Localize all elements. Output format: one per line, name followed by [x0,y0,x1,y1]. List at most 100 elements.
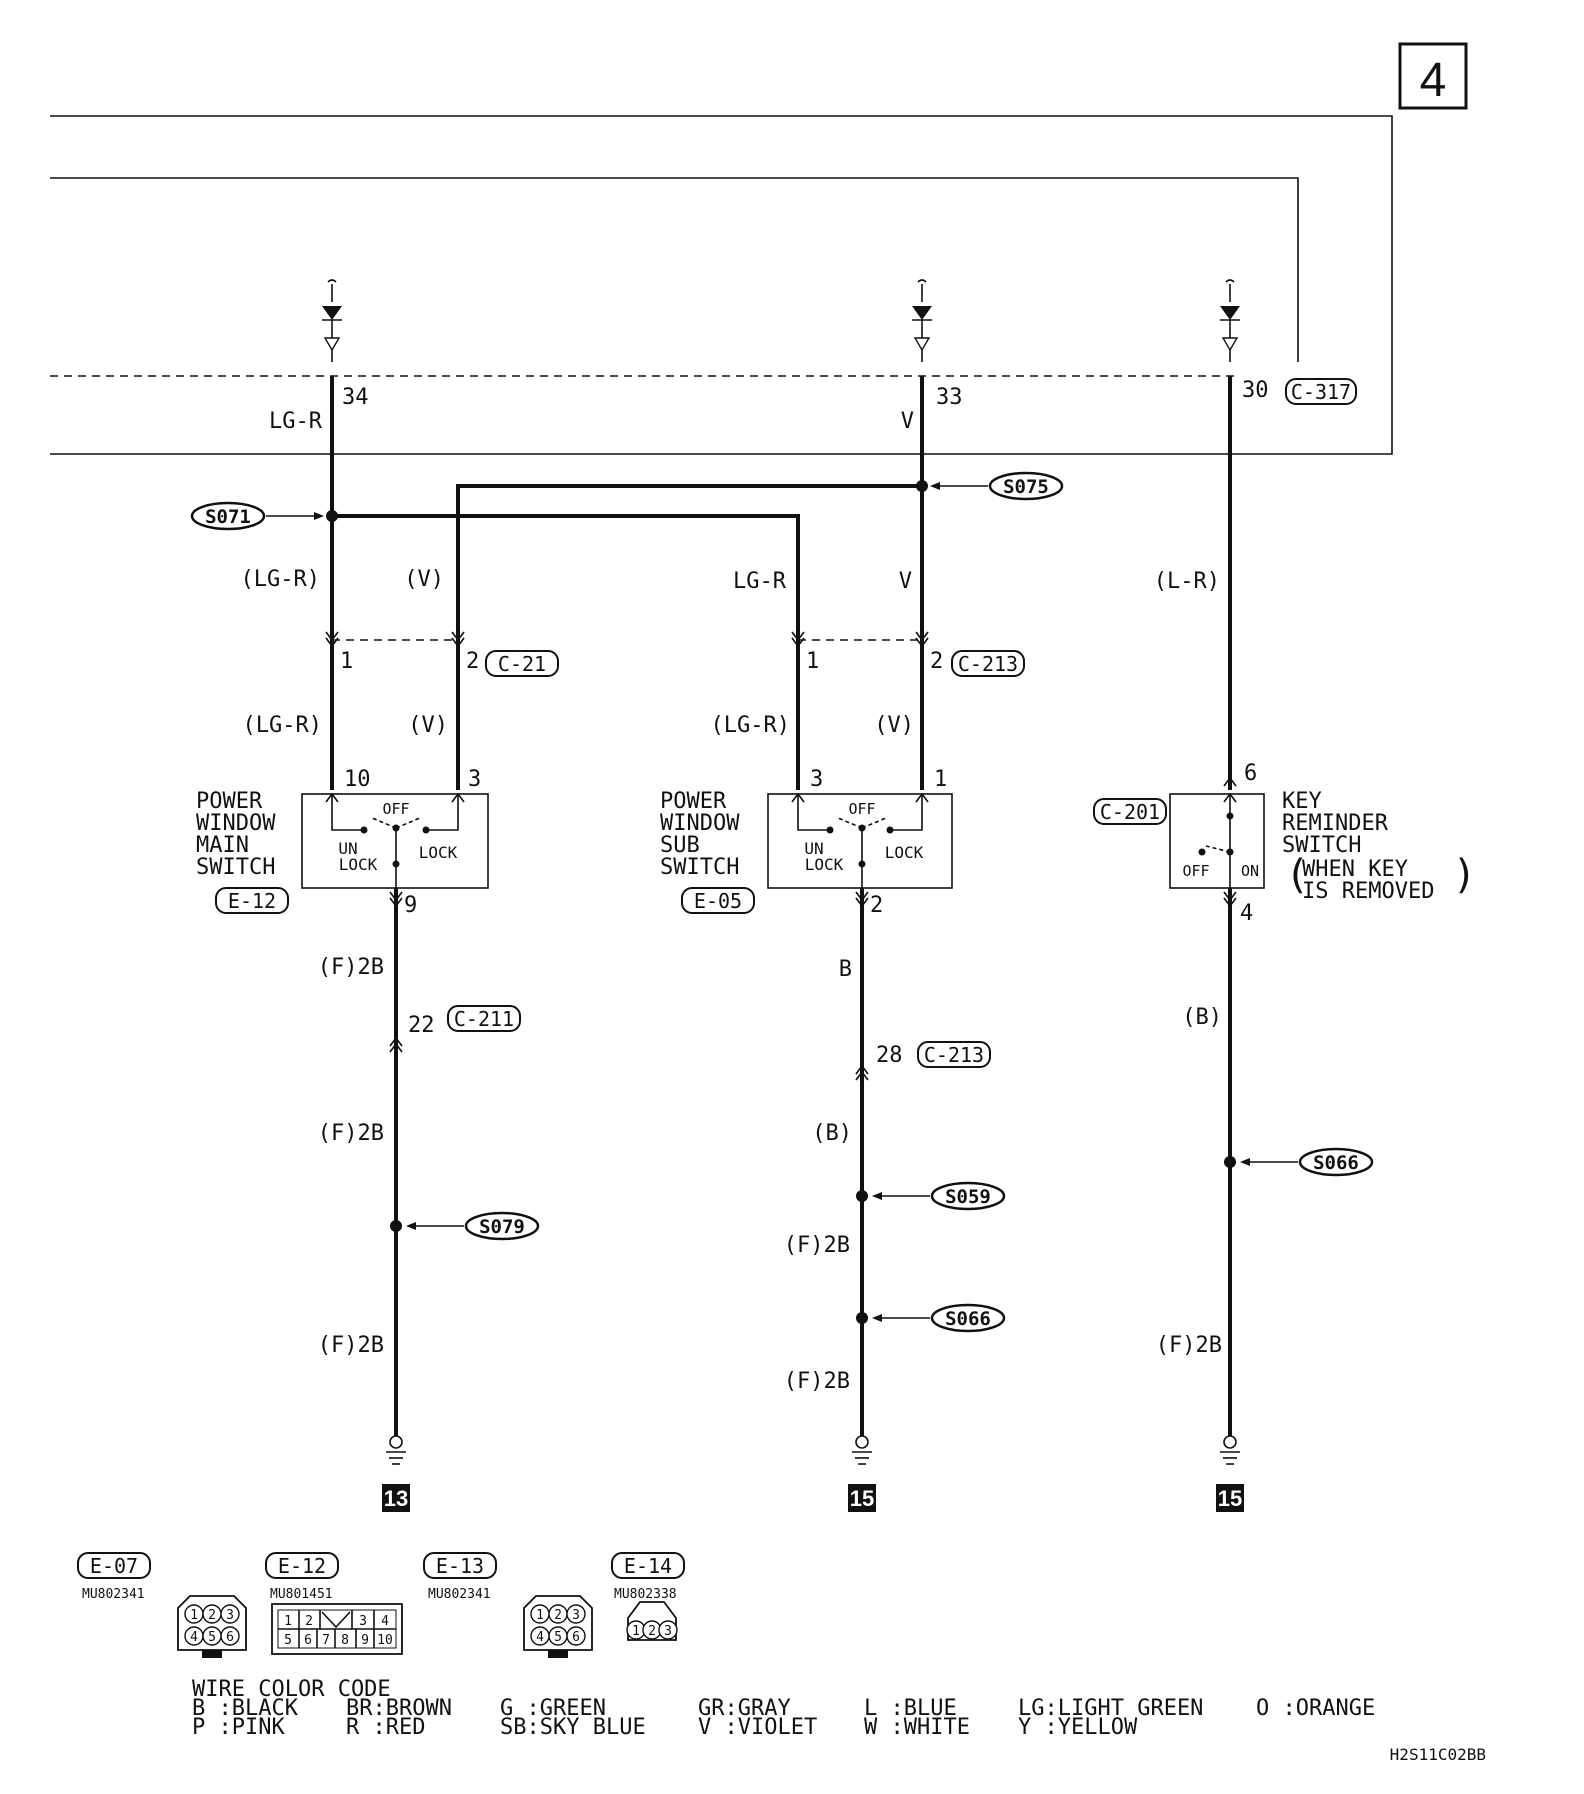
sub-switch-lock: LOCK [885,843,924,862]
splice-dot-s079 [390,1220,402,1232]
splice-s079: S079 [479,1216,525,1238]
legend-row2-y: Y :YELLOW [1018,1715,1138,1740]
key-switch-on: ON [1241,862,1259,880]
lower-chevrons [389,891,1237,1081]
connector-view-e14-face [626,1601,678,1641]
connector-view-e07-face [177,1595,247,1658]
drawing-code: H2S11C02BB [1390,1745,1486,1764]
e07-pin: 2 [208,1608,216,1623]
e12-pin: 3 [359,1614,367,1629]
connector-e12: E-12 [228,889,276,913]
connector-c213: C-213 [924,1043,984,1067]
legend-row1-b: B :BLACK [192,1696,299,1721]
wire-label-b: B [839,957,852,982]
legend-row2-v: V :VIOLET [698,1715,817,1740]
legend-row1-br: BR:BROWN [346,1696,452,1721]
e13-pin: 3 [572,1608,580,1623]
wire-label-f2b-5: (F)2B [784,1369,850,1394]
main-switch-off: OFF [382,800,409,818]
pin-9-main: 9 [404,893,417,918]
sub-switch-title-4: SWITCH [660,855,739,880]
key-switch-note-2: IS REMOVED [1302,879,1434,904]
ecu-pin-34: 34 [342,385,369,410]
connector-c317: C-317 [1291,380,1351,404]
sub-switch-unlock-1: UN [804,839,823,858]
wire-label-f2b-2: (F)2B [318,1121,384,1146]
connector-c211-upper: C-21 [498,652,546,676]
pin-10-main: 10 [344,767,371,792]
wire-label-lg-r-top: LG-R [269,409,323,434]
e12-pin: 7 [322,1633,330,1648]
wire-label-l-r: (L-R) [1154,569,1220,594]
connector-tag-c211 [447,1005,521,1032]
pin-2-c213: 2 [930,649,943,674]
e12-pin: 2 [305,1614,313,1629]
wire-label-b-paren-key: (B) [1182,1005,1222,1030]
wire-label-v-2: V [899,569,912,594]
legend-title: WIRE COLOR CODE [192,1677,391,1702]
wire-label-f2b-4: (F)2B [784,1233,850,1258]
key-switch-box [1169,793,1265,889]
arrowhead-s066-a [872,1314,882,1322]
wire-label-v-3: (V) [408,713,448,738]
sub-switch-title-3: SUB [660,833,700,858]
wire-label-v-top: V [901,409,914,434]
arrowhead-s059 [872,1192,882,1200]
main-switch-unlock-2: LOCK [339,855,378,874]
splice-s059: S059 [945,1186,991,1208]
splice-tag-s066-b [1298,1147,1374,1177]
e07-pin: 6 [226,1630,234,1645]
wire-label-v-4: (V) [874,713,914,738]
connector-tag-c213-upper [951,650,1025,677]
connector-chevrons [325,631,929,648]
connector-e05: E-05 [694,889,742,913]
key-switch-note-1: WHEN KEY [1302,857,1408,882]
sub-switch-unlock-2: LOCK [805,855,844,874]
main-switch-title-4: SWITCH [196,855,275,880]
splice-tag-s079 [464,1211,540,1241]
wire-label-f2b-3: (F)2B [318,1333,384,1358]
splice-tag-s066-a [930,1303,1006,1333]
pin-6-key: 6 [1244,761,1257,786]
e13-pin: 6 [572,1630,580,1645]
pin-28-c213: 28 [876,1043,903,1068]
connector-c201: C-201 [1100,800,1160,824]
legend-row2-p: P :PINK [192,1715,285,1740]
e13-pin: 4 [536,1630,544,1645]
pin-2-c211: 2 [466,649,479,674]
connector-view-part-e13: MU802341 [428,1587,491,1602]
key-switch-title-1: KEY [1282,789,1322,814]
ground-number-box [382,1484,410,1512]
connector-tag-e12 [215,887,289,914]
e13-pin: 1 [536,1608,544,1623]
splice-s066-a: S066 [945,1308,991,1330]
sub-switch-title-1: POWER [660,789,727,814]
ecu-pin-30: 30 [1242,378,1269,403]
ground-number-15-b: 15 [1218,1486,1242,1511]
connector-view-e13-face [523,1595,593,1658]
main-switch-title-1: POWER [196,789,263,814]
connector-view-part-e14: MU802338 [614,1587,677,1602]
legend-row2-r: R :RED [346,1715,425,1740]
ecu-pin-33: 33 [936,385,963,410]
splice-dot-s066-a [856,1312,868,1324]
main-switch-contacts [325,792,465,888]
main-switch-unlock-1: UN [338,839,357,858]
splice-dot-s075 [916,480,928,492]
pin-4-key: 4 [1240,901,1253,926]
key-switch-off: OFF [1182,862,1209,880]
e07-pin: 4 [190,1630,198,1645]
e14-pin: 3 [664,1624,672,1639]
connector-view-e07: E-07 [90,1554,138,1578]
wire-label-lg-r-1: (LG-R) [241,567,320,592]
key-switch-title-3: SWITCH [1282,833,1361,858]
e07-pin: 5 [208,1630,216,1645]
arrowhead-s075 [930,482,940,490]
connector-view-e12-face [271,1603,403,1655]
sub-switch-title-2: WINDOW [660,811,740,836]
splice-s066-b: S066 [1313,1152,1359,1174]
connector-tag-c211-upper [485,650,559,677]
splice-s075: S075 [1003,476,1049,498]
legend-row1-gr: GR:GRAY [698,1696,791,1721]
